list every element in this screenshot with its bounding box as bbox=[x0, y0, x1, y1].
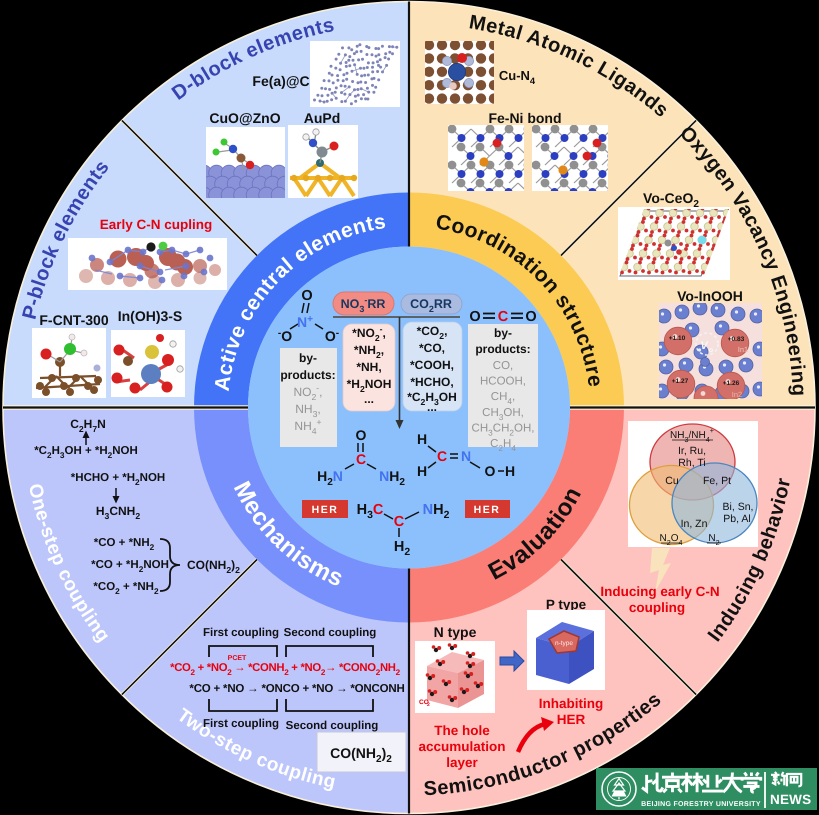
svg-text:CH3OH,: CH3OH, bbox=[482, 407, 524, 422]
svg-text:F-CNT-300: F-CNT-300 bbox=[39, 312, 108, 328]
svg-text:CO,: CO, bbox=[493, 360, 513, 372]
svg-text:Second coupling: Second coupling bbox=[286, 720, 379, 732]
svg-text:O: O bbox=[469, 309, 480, 325]
svg-text:C: C bbox=[437, 448, 447, 464]
svg-text:Second coupling: Second coupling bbox=[284, 627, 377, 639]
svg-text:H3C: H3C bbox=[357, 502, 384, 521]
svg-text:Pb, Al: Pb, Al bbox=[723, 513, 750, 525]
svg-text:HER: HER bbox=[474, 504, 501, 516]
svg-text:NEWS: NEWS bbox=[770, 792, 811, 807]
svg-text:H2N: H2N bbox=[317, 468, 343, 488]
svg-text:In1: In1 bbox=[738, 345, 748, 354]
svg-text:Vo-InOOH: Vo-InOOH bbox=[677, 288, 743, 304]
svg-text:CH3CH2OH,: CH3CH2OH, bbox=[472, 422, 535, 437]
svg-text:H: H bbox=[417, 431, 427, 447]
svg-text:*NH,: *NH, bbox=[356, 360, 381, 374]
svg-text:Early C-N cupling: Early C-N cupling bbox=[100, 217, 213, 232]
svg-text:Inhabiting: Inhabiting bbox=[539, 696, 604, 711]
svg-text:accumulation: accumulation bbox=[418, 739, 505, 754]
svg-text:NH2: NH2 bbox=[379, 468, 405, 488]
svg-text:C2H4: C2H4 bbox=[490, 438, 516, 453]
svg-text:Fe(a)@C: Fe(a)@C bbox=[252, 73, 309, 89]
svg-text:...: ... bbox=[427, 400, 437, 414]
svg-text:O: O bbox=[525, 309, 536, 325]
svg-text:CuO@ZnO: CuO@ZnO bbox=[209, 110, 280, 126]
svg-text:N2: N2 bbox=[708, 533, 719, 547]
svg-text:V: V bbox=[700, 340, 709, 352]
svg-text:N2O4: N2O4 bbox=[659, 533, 682, 547]
svg-text:+0.83: +0.83 bbox=[728, 336, 745, 343]
svg-text:H: H bbox=[417, 463, 427, 479]
svg-text:n-type: n-type bbox=[555, 640, 573, 647]
svg-text:O: O bbox=[301, 288, 312, 304]
svg-text:by-: by- bbox=[494, 326, 512, 340]
svg-text:P type: P type bbox=[546, 597, 587, 612]
svg-text:+1.26: +1.26 bbox=[723, 380, 740, 387]
svg-text:In2: In2 bbox=[732, 390, 742, 399]
svg-text:+1.27: +1.27 bbox=[672, 378, 689, 385]
svg-text:*H2NOH: *H2NOH bbox=[347, 377, 392, 394]
svg-text:*COOH,: *COOH, bbox=[410, 358, 454, 372]
svg-text:H: H bbox=[505, 463, 515, 479]
svg-text:Fe, Pt: Fe, Pt bbox=[703, 475, 731, 487]
svg-text:O: O bbox=[356, 427, 367, 443]
svg-text:CO2RR: CO2RR bbox=[410, 297, 452, 314]
svg-text:+1.10: +1.10 bbox=[669, 335, 686, 342]
svg-text:*CO + *NH2: *CO + *NH2 bbox=[94, 537, 155, 552]
svg-text:HER: HER bbox=[557, 712, 586, 727]
svg-text:*CO + *NO → *ONCO + *NO → *ONC: *CO + *NO → *ONCO + *NO → *ONCONH bbox=[189, 683, 404, 695]
svg-text:N: N bbox=[461, 448, 471, 464]
svg-text:products:: products: bbox=[280, 368, 335, 382]
svg-text:o: o bbox=[709, 347, 713, 354]
svg-text:2: 2 bbox=[427, 702, 430, 708]
svg-text:products:: products: bbox=[475, 342, 530, 356]
svg-text:Bi, Sn,: Bi, Sn, bbox=[723, 501, 754, 513]
svg-text:C: C bbox=[356, 451, 366, 467]
svg-text:layer: layer bbox=[446, 755, 478, 770]
svg-text:NH2: NH2 bbox=[423, 502, 450, 521]
svg-text:HER: HER bbox=[312, 504, 339, 516]
svg-text:C: C bbox=[394, 514, 405, 530]
svg-text:...: ... bbox=[364, 392, 374, 406]
svg-text:Vo-CeO2: Vo-CeO2 bbox=[643, 190, 699, 210]
svg-text:-O: -O bbox=[278, 328, 292, 344]
svg-text:O: O bbox=[485, 463, 496, 479]
svg-text:PCET: PCET bbox=[228, 655, 247, 662]
svg-text:*HCHO,: *HCHO, bbox=[410, 375, 453, 389]
svg-text:Rh, Ti: Rh, Ti bbox=[678, 457, 705, 469]
svg-text:*CO,: *CO, bbox=[419, 341, 445, 355]
svg-text:AuPd: AuPd bbox=[304, 110, 341, 126]
svg-text:The hole: The hole bbox=[434, 723, 490, 738]
svg-text:In1: In1 bbox=[738, 345, 748, 354]
svg-text:NO3-RR: NO3-RR bbox=[341, 295, 386, 314]
svg-text:HCOOH,: HCOOH, bbox=[480, 376, 526, 388]
svg-text:*C2H3OH: *C2H3OH bbox=[407, 390, 457, 407]
svg-text:N type: N type bbox=[434, 624, 477, 640]
svg-text:In(OH)3-S: In(OH)3-S bbox=[118, 308, 183, 324]
svg-text:O-: O- bbox=[325, 328, 339, 344]
svg-text:Cu: Cu bbox=[665, 475, 679, 487]
svg-text:CO: CO bbox=[419, 699, 429, 706]
svg-text:*CO + *H2NOH: *CO + *H2NOH bbox=[91, 559, 169, 574]
svg-text:Ir, Ru,: Ir, Ru, bbox=[678, 445, 706, 457]
svg-text:Fe-Ni bond: Fe-Ni bond bbox=[488, 110, 561, 126]
svg-text:coupling: coupling bbox=[629, 600, 685, 615]
svg-text:C: C bbox=[498, 309, 509, 325]
svg-text:BEIJING FORESTRY UNIVERSITY: BEIJING FORESTRY UNIVERSITY bbox=[641, 801, 761, 808]
svg-text:Cu-N4: Cu-N4 bbox=[499, 68, 536, 86]
svg-text:*HCHO + *H2NOH: *HCHO + *H2NOH bbox=[71, 472, 165, 487]
svg-text:First coupling: First coupling bbox=[203, 718, 279, 730]
svg-text:Inducing early C-N: Inducing early C-N bbox=[600, 584, 719, 599]
svg-text:NH3/NH4+: NH3/NH4+ bbox=[670, 426, 714, 444]
svg-text:*CO2 + *NH2: *CO2 + *NH2 bbox=[93, 581, 159, 596]
svg-text:First coupling: First coupling bbox=[203, 627, 279, 639]
svg-text:In, Zn: In, Zn bbox=[681, 518, 708, 530]
svg-text:by-: by- bbox=[299, 351, 317, 365]
